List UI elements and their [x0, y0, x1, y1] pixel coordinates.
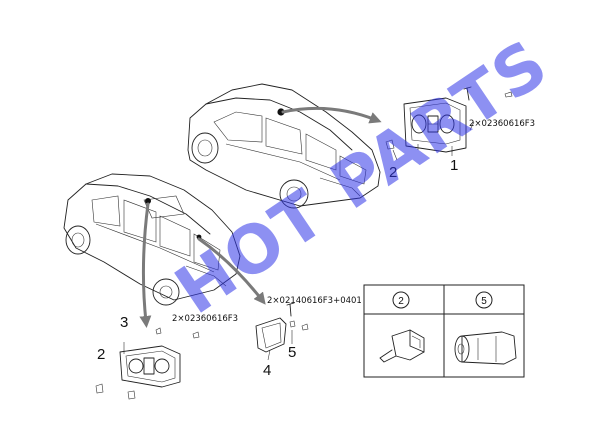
arrow-cargo-light: [197, 237, 266, 305]
detail-table: 2 5: [363, 284, 525, 378]
bulb-left-3: [127, 390, 136, 400]
lower-car-illustration: [63, 173, 241, 306]
wedge-bulb-socket-illustration: [379, 329, 425, 363]
table-header-2: 2: [398, 296, 404, 307]
table-header-5-circle: [475, 291, 493, 309]
leader-part-2-top: [392, 149, 398, 161]
leaders-part-4-5: [267, 330, 293, 361]
upper-car-illustration: [187, 83, 381, 209]
screw-left-1: [155, 327, 162, 335]
arrow-top-light: [281, 106, 382, 124]
lower-light-location-dot: [145, 198, 151, 204]
callout-2-top: 2: [389, 164, 397, 181]
part-code-mid-right: 2×02140616F3+0401: [267, 296, 362, 306]
leader-part-1: [451, 121, 475, 156]
watermark: HOT PARTS: [162, 24, 563, 329]
dome-lamp-part-1: [403, 97, 467, 153]
part-code-top-right: 2×02360616F3: [469, 119, 535, 129]
festoon-bulb-illustration: [454, 331, 517, 365]
screw-left-2: [192, 331, 200, 339]
callout-4: 4: [263, 362, 271, 379]
part-code-mid-left: 2×02360616F3: [172, 314, 238, 324]
dome-lamp-part-3: [119, 342, 181, 388]
cargo-lamp-part-4: [255, 317, 287, 353]
screw-part-5: [286, 302, 309, 331]
arrow-front-light: [139, 202, 152, 328]
screw-top-2: [504, 91, 513, 98]
screw-top-1: [463, 86, 472, 101]
callout-5: 5: [288, 344, 296, 361]
callout-1: 1: [450, 157, 458, 174]
table-header-5: 5: [481, 296, 487, 307]
bulb-left-2: [95, 383, 104, 394]
table-header-2-circle: [392, 291, 410, 309]
callout-2-left: 2: [97, 346, 105, 363]
callout-3: 3: [120, 314, 128, 331]
upper-light-location-dot: [277, 108, 285, 116]
bulb-top-2: [385, 139, 395, 150]
